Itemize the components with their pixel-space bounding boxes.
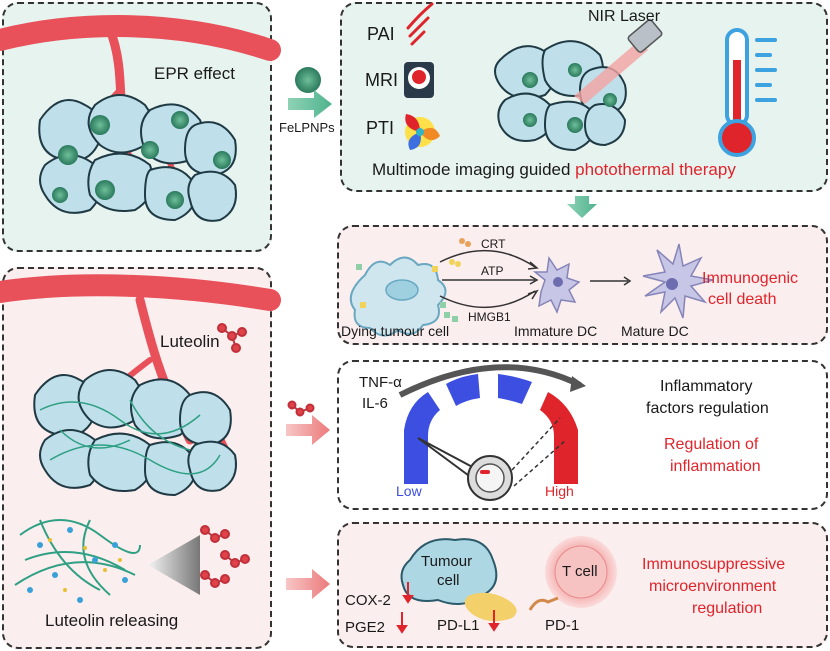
- pti-thermal-icon: [405, 114, 440, 150]
- luteolin-molecule-icon-small: [287, 400, 315, 417]
- nir-laser-label: NIR Laser: [588, 8, 661, 25]
- immunosuppression-outcome-line1: Immunosuppressive: [642, 556, 786, 573]
- icd-signal-arrows: [439, 249, 539, 309]
- gauge-high-label: High: [545, 483, 574, 499]
- inflammation-title-line2: factors regulation: [646, 400, 769, 417]
- cytokine-tnf-alpha: TNF-α: [359, 374, 402, 391]
- damp-particles: [356, 238, 471, 322]
- signal-atp: ATP: [481, 264, 504, 278]
- nanoparticles-epr: [52, 111, 231, 209]
- release-cone: [148, 535, 200, 595]
- inflammation-title-line1: Inflammatory: [660, 378, 753, 395]
- gauge-low-label: Low: [396, 483, 422, 499]
- pai-signal-icon: [406, 2, 434, 46]
- pd-1-label: PD-1: [545, 617, 580, 634]
- blood-vessel-bottom: [0, 274, 281, 463]
- arrow-right-icon: [286, 415, 330, 445]
- immunosuppression-outcome-line2: microenvironment: [649, 578, 777, 595]
- polymer-network-release: [14, 519, 141, 596]
- luteolin-releasing-label: Luteolin releasing: [45, 611, 179, 630]
- icd-outcome-line2: cell death: [708, 291, 777, 308]
- dc-maturation-arrow: [590, 276, 632, 286]
- arrow-down-icon: [567, 196, 597, 218]
- felpnp-particle-icon: [295, 67, 321, 93]
- inflammation-outcome-line2: inflammation: [670, 458, 761, 475]
- tumour-cell-cluster-top: [38, 94, 237, 222]
- cytokine-il-6: IL-6: [362, 395, 388, 412]
- arrow-right-icon: [286, 569, 330, 599]
- felpnps-label: FeLPNPs: [279, 120, 335, 135]
- luteolin-label: Luteolin: [160, 332, 220, 351]
- label-mature-dc: Mature DC: [621, 323, 689, 339]
- marker-cox-2: COX-2: [345, 592, 391, 609]
- nanoparticles-imaging: [522, 63, 617, 133]
- arrow-right-icon: [288, 90, 332, 118]
- luteolin-molecule-icon: [217, 323, 247, 353]
- marker-pge2: PGE2: [345, 619, 386, 636]
- immunosuppression-outcome-line3: regulation: [692, 600, 763, 617]
- released-luteolin-molecules: [200, 525, 250, 588]
- free-luteolin-dots: [27, 527, 128, 603]
- inflammation-outcome-line1: Regulation of: [664, 436, 759, 453]
- imaging-mode-mri: MRI: [365, 70, 398, 90]
- thermometer-icon: [718, 28, 777, 157]
- gauge-arrowhead-icon: [570, 376, 586, 392]
- imaging-mode-pai: PAI: [367, 24, 395, 44]
- polymer-network-in-tumour: [39, 399, 221, 475]
- mri-scanner-icon: [404, 62, 434, 98]
- dying-tumour-cell-icon: [349, 256, 447, 337]
- gauge-arc-arrow: [398, 364, 582, 398]
- pd-1-receptor: [528, 596, 559, 611]
- pd-l1-protein: [464, 592, 517, 622]
- laser-beam: [574, 40, 648, 104]
- loaded-luteolin-dots: [48, 538, 122, 592]
- imaging-caption-prefix: Multimode imaging guided: [372, 160, 576, 179]
- t-cell-label: T cell: [562, 563, 598, 580]
- immature-dc-icon: [532, 255, 581, 314]
- tumour-cell-label-line2: cell: [437, 572, 460, 589]
- mature-dc-icon: [642, 243, 714, 319]
- down-arrows-markers: [396, 582, 500, 634]
- signal-hmgb1: HMGB1: [468, 310, 511, 324]
- gauge-scale: [404, 374, 578, 484]
- gauge-needle: [417, 417, 567, 501]
- signal-crt: CRT: [481, 237, 506, 251]
- label-dying-tumour-cell: Dying tumour cell: [341, 323, 450, 339]
- imaging-mode-pti: PTI: [366, 118, 395, 138]
- t-cell-nucleus: [554, 545, 608, 599]
- tumour-cell-cluster-bottom: [33, 369, 237, 497]
- imaging-caption: Multimode imaging guided photothermal th…: [372, 160, 736, 180]
- epr-effect-label: EPR effect: [154, 64, 235, 83]
- tumour-cell-label-line1: Tumour: [421, 553, 473, 570]
- label-immature-dc: Immature DC: [514, 323, 598, 339]
- icd-outcome-line1: Immunogenic: [702, 270, 799, 287]
- nir-laser-icon: [627, 19, 663, 53]
- pd-l1-label: PD-L1: [437, 617, 480, 634]
- imaging-caption-highlight: photothermal therapy: [575, 160, 736, 179]
